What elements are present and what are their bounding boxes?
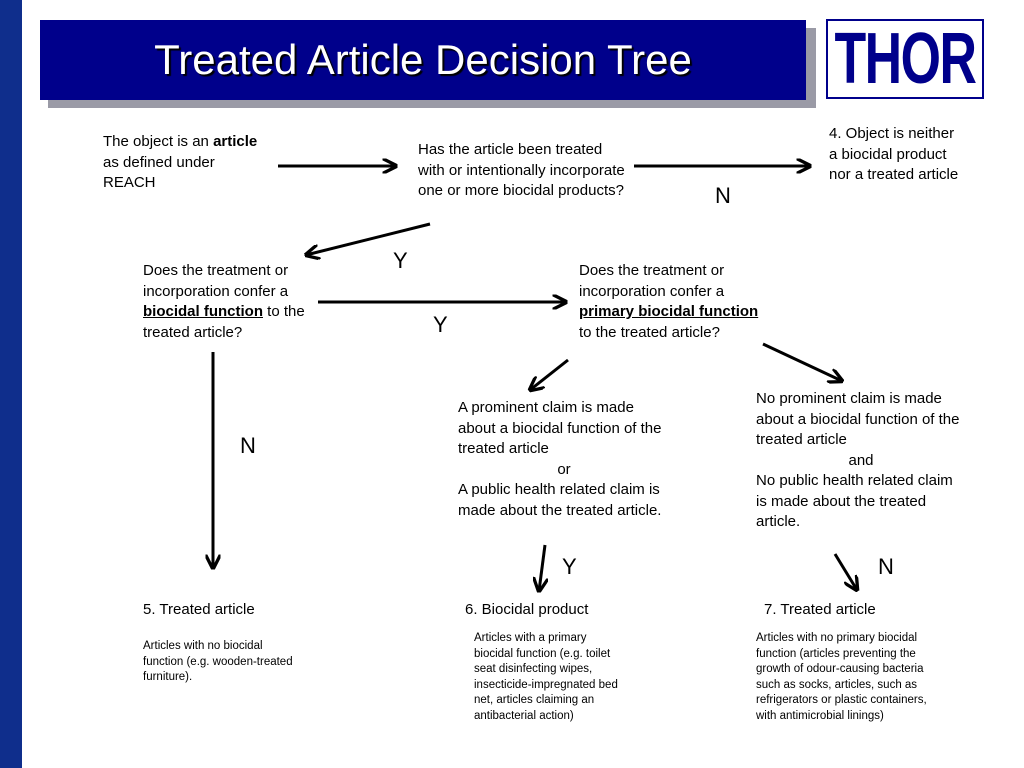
node-claim-or: or xyxy=(557,460,571,478)
logo-text: THOR xyxy=(834,19,977,99)
outcome-6-label: 6. Biocidal product xyxy=(465,601,589,618)
node-object-article: The object is an article as defined unde… xyxy=(103,132,263,194)
node-prominent-claim: A prominent claim is made about a biocid… xyxy=(458,398,670,521)
node-biocidal-function-question: Does the treatment or incorporation conf… xyxy=(143,261,315,343)
node-bf-bold: biocidal function xyxy=(143,303,263,320)
left-accent-bar xyxy=(0,0,22,768)
outcome-7-description: Articles with no primary biocidal functi… xyxy=(756,632,927,722)
node-claim-line1: A prominent claim is made about a biocid… xyxy=(458,399,662,457)
arrow-claim-to-outcome6 xyxy=(539,544,545,591)
node-primary-function-question: Does the treatment or incorporation conf… xyxy=(579,261,759,343)
outcome-6-description: Articles with a primary biocidal functio… xyxy=(474,632,618,722)
node-noclaim-line2: No public health related claim is made a… xyxy=(756,472,953,530)
answer-y-bottom: Y xyxy=(562,554,577,579)
node-no-prominent-claim: No prominent claim is made about a bioci… xyxy=(756,389,966,533)
outcome-5-description: Articles with no biocidal function (e.g.… xyxy=(143,640,293,683)
answer-n-bottom: N xyxy=(878,554,894,579)
node-claim-line2: A public health related claim is made ab… xyxy=(458,481,662,519)
answer-y-middle: Y xyxy=(433,312,448,337)
arrow-question-to-function xyxy=(306,222,431,255)
arrow-noclaim-to-outcome7 xyxy=(833,553,857,590)
node-object-article-post: as defined under REACH xyxy=(103,153,215,192)
answer-n-top: N xyxy=(715,183,731,208)
node-bf-post: to the treated article? xyxy=(143,303,305,341)
node-bf-pre: Does the treatment or incorporation conf… xyxy=(143,262,289,300)
node-noclaim-line1: No prominent claim is made about a bioci… xyxy=(756,390,960,448)
answer-y-top: Y xyxy=(393,248,408,273)
outcome-5-label: 5. Treated article xyxy=(143,601,255,618)
arrow-primary-to-claim xyxy=(530,358,569,390)
node-noclaim-and: and xyxy=(848,451,874,469)
page-title: Treated Article Decision Tree xyxy=(154,36,692,83)
node-pf-bold: primary biocidal function xyxy=(579,303,759,320)
node-pf-pre: Does the treatment or incorporation conf… xyxy=(579,262,725,300)
node-outcome-4: 4. Object is neither a biocidal product … xyxy=(829,125,959,183)
answer-n-left: N xyxy=(240,433,256,458)
thor-logo: THOR xyxy=(826,19,984,99)
arrow-primary-to-noclaim xyxy=(762,342,842,381)
node-object-article-pre: The object is an xyxy=(103,133,214,150)
node-has-treated: Has the article been treated with or int… xyxy=(418,141,625,199)
node-pf-post: to the treated article? xyxy=(579,323,720,341)
node-object-article-bold: article xyxy=(213,133,258,150)
outcome-7-label: 7. Treated article xyxy=(764,601,876,618)
title-banner: Treated Article Decision Tree xyxy=(40,20,806,100)
